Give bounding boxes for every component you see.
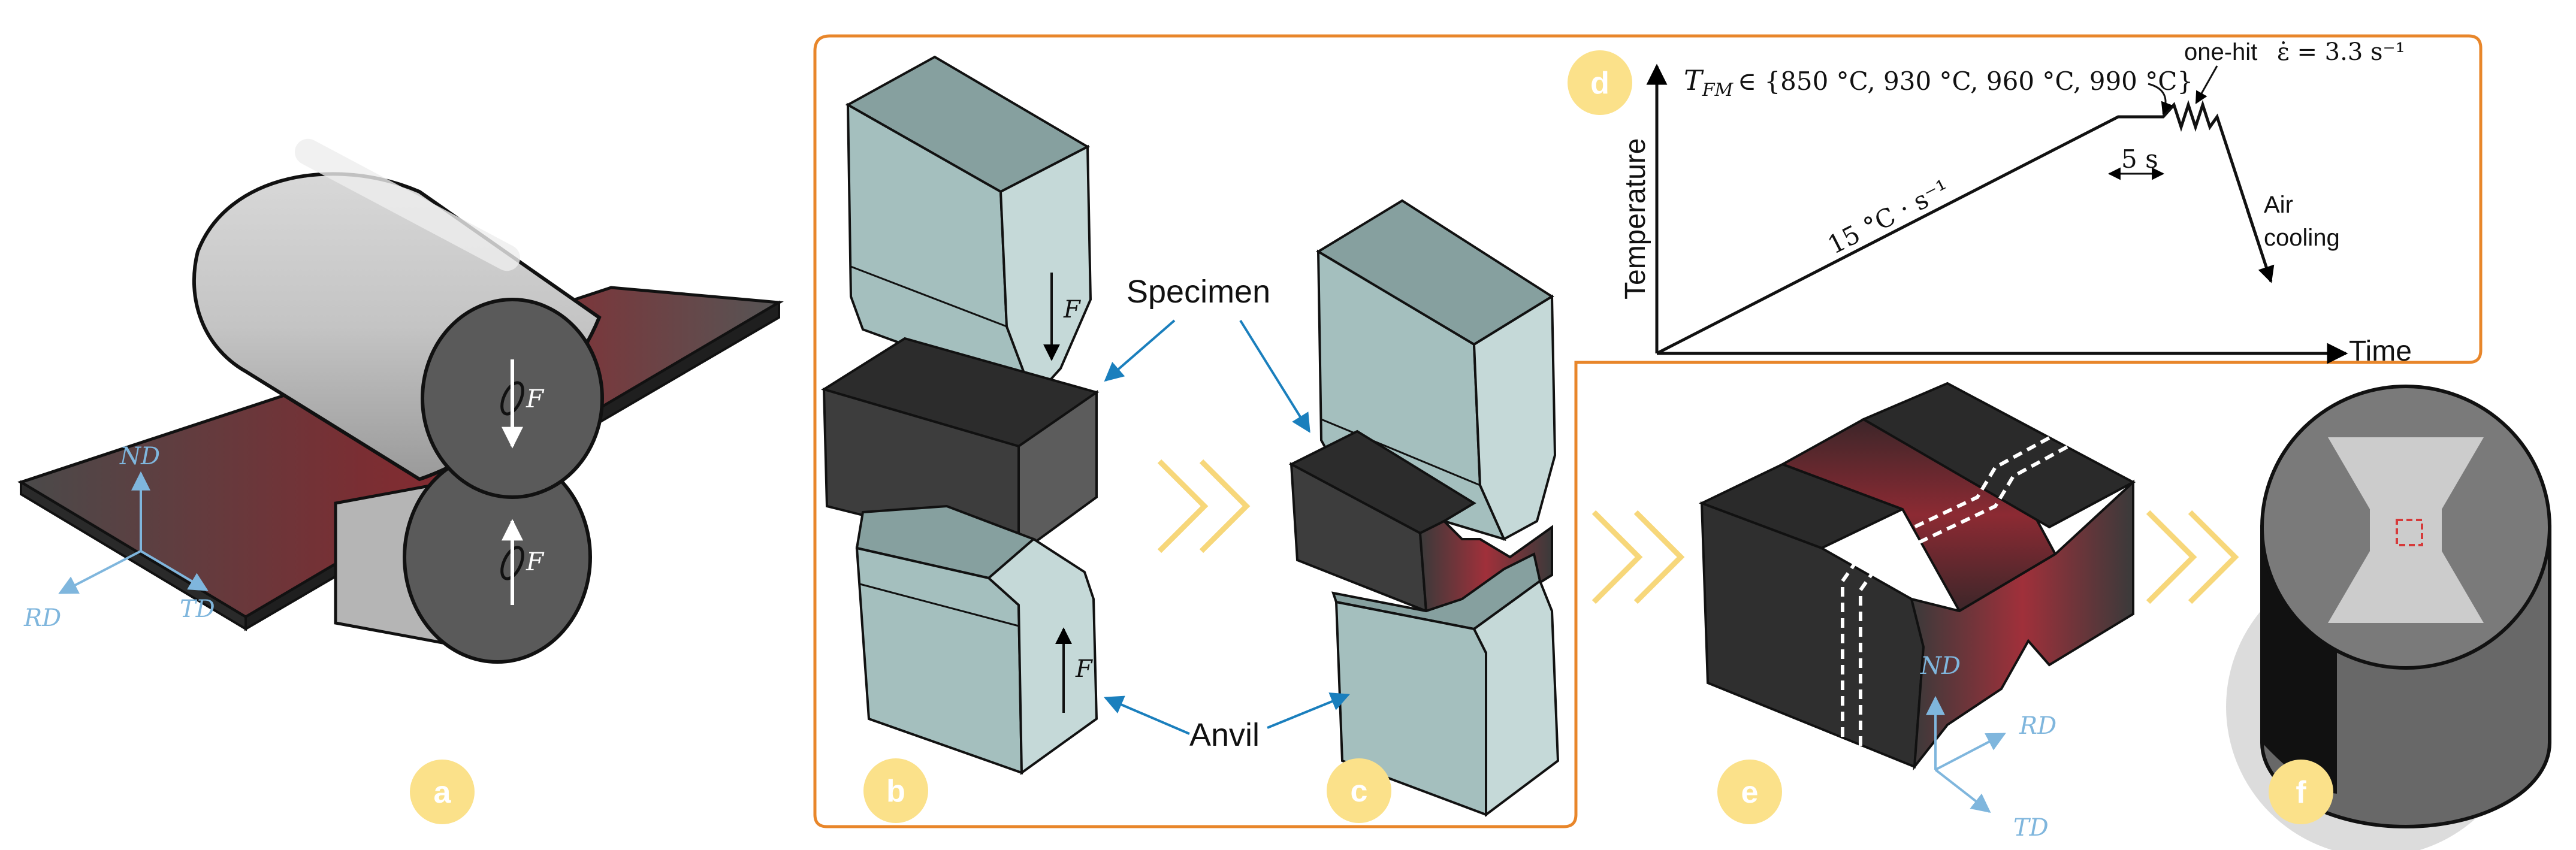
dogbone-specimen — [2328, 437, 2484, 623]
force-label-top: F — [526, 384, 545, 413]
axes-triad-a: ND RD TD — [23, 443, 215, 632]
panel-c-deformed: c — [1288, 199, 1560, 823]
axis-td-label-e: TD — [2013, 814, 2049, 842]
axes-triad-e: ND RD TD — [1920, 652, 2056, 842]
badge-a-circle — [410, 760, 475, 824]
roi-marker — [2396, 519, 2423, 546]
badge-b-label: b — [886, 774, 905, 809]
panel-a-rolling: F F ND RD TD a — [17, 138, 784, 824]
badge-a-label: a — [434, 775, 452, 810]
anvil-arrow-c — [1267, 692, 1350, 729]
cooling-label-1: Air — [2264, 192, 2293, 218]
sample-e-side — [1910, 479, 2134, 771]
badge-e-label: e — [1741, 775, 1759, 810]
heating-rate-label: 15 °C · s⁻¹ — [1823, 174, 1954, 260]
badge-f-label: f — [2296, 775, 2306, 810]
callouts: Specimen Anvil — [1104, 274, 1350, 753]
strain-rate-label: ε̇ = 3.3 s⁻¹ — [2277, 38, 2405, 66]
cooling-label-2: cooling — [2264, 225, 2340, 251]
anvil-arrow-b — [1104, 695, 1190, 735]
anvil-top-c-edge — [1321, 418, 1481, 486]
frame-b-c-d — [813, 34, 2483, 828]
specimen-b-side — [1017, 390, 1098, 556]
anvil-label: Anvil — [1189, 717, 1260, 753]
rotation-icon-top — [500, 381, 524, 416]
axis-rd-label-e: RD — [2019, 712, 2056, 740]
top-roll-highlight — [295, 138, 520, 271]
panel-e-sample: ND RD TD e — [1698, 382, 2136, 842]
force-label-b-top: F — [1063, 296, 1081, 323]
anvil-bottom-b-side — [986, 537, 1098, 775]
anvil-top-b-edge — [850, 265, 1007, 328]
badge-e-circle — [1717, 760, 1782, 824]
section-line-2 — [1859, 438, 2080, 746]
chevron-c-to-e — [1591, 510, 1685, 604]
hit-pointer — [2195, 65, 2218, 104]
axis-td-label: TD — [180, 595, 215, 623]
panel-f-cylinder: f — [2226, 385, 2551, 850]
specimen-arrow-c — [1239, 319, 1310, 433]
force-label-bottom: F — [526, 547, 545, 576]
hit-label: one-hit — [2184, 39, 2257, 65]
panel-b-compression: F F b — [821, 55, 1100, 823]
axis-rd-label: RD — [23, 604, 61, 632]
temperature-set-values: ∈ {850 °C, 930 °C, 960 °C, 990 °C} — [1738, 66, 2193, 96]
chevron-e-to-f — [2146, 510, 2239, 604]
section-line-1 — [1841, 429, 2062, 737]
badge-b-circle — [863, 758, 928, 823]
specimen-label: Specimen — [1127, 274, 1270, 310]
temperature-profile — [1656, 99, 2273, 355]
panel-d-thermal-schedule: d Temperature Time TFM ∈ {850 °C, 930 °C… — [1568, 38, 2412, 367]
cooling-arrow-tip — [2246, 209, 2275, 283]
badge-d-label: d — [1590, 66, 1609, 101]
temperature-set-symbol: TFM — [1684, 64, 1734, 101]
x-axis-label: Time — [2349, 335, 2412, 367]
badge-f-circle — [2269, 760, 2333, 824]
badge-c-circle — [1327, 758, 1391, 823]
badge-d-circle — [1568, 50, 1632, 115]
anvil-bottom-c-side — [1472, 579, 1560, 817]
anvil-bottom-b-edge — [859, 583, 1019, 627]
specimen-arrow-b — [1104, 319, 1176, 382]
badge-c-label: c — [1351, 774, 1368, 809]
chevron-b-to-c — [1157, 459, 1251, 553]
y-axis-label: Temperature — [1620, 138, 1651, 300]
rotation-icon-bottom — [500, 546, 524, 580]
axis-nd-label-e: ND — [1920, 652, 1961, 680]
axis-nd-label: ND — [119, 443, 160, 470]
temp-set-pointer — [2148, 83, 2173, 115]
hold-time-label: 5 s — [2121, 144, 2158, 174]
force-label-b-bottom: F — [1075, 655, 1093, 683]
